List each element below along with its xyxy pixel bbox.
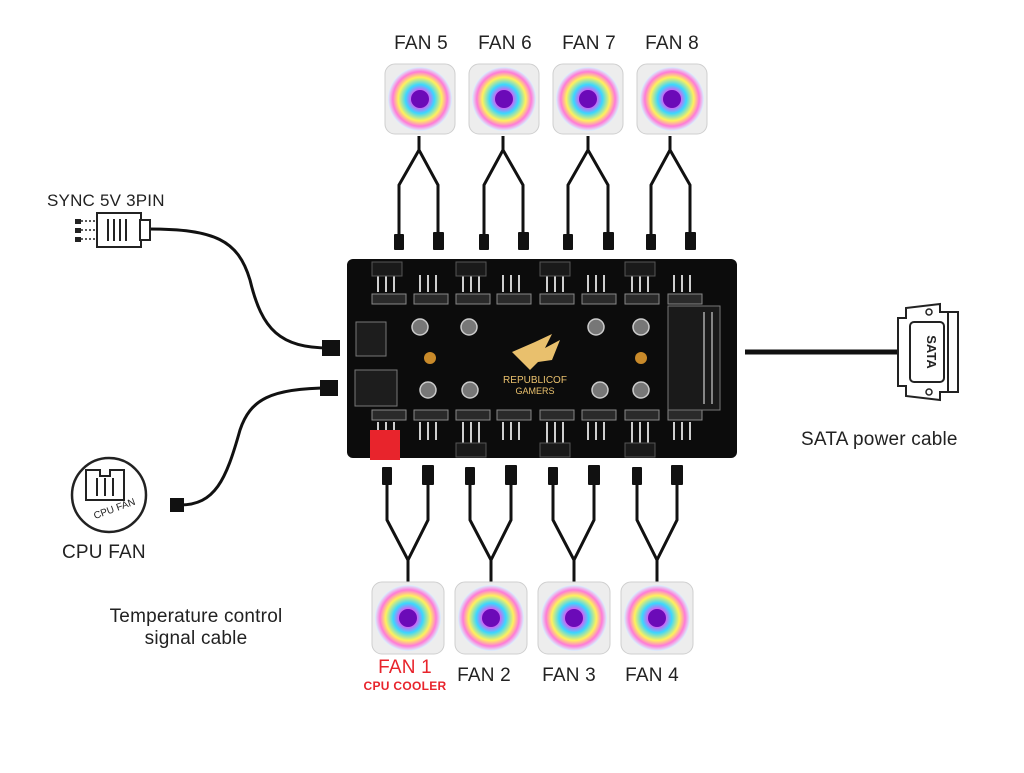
fan-4-icon: [620, 581, 694, 655]
bottom-fan-cables: [385, 483, 679, 582]
cpu-cooler-header: [370, 430, 400, 460]
fan-3-label: FAN 3: [542, 665, 596, 686]
fan6-cable-left: [482, 136, 505, 236]
fan3-cable-right: [572, 483, 596, 582]
sata-plug-text: SATA: [924, 335, 939, 369]
fan2-cable-left: [468, 483, 493, 582]
fan-hub-board: REPUBLICOF GAMERS: [347, 259, 737, 460]
fan8-cable-left: [649, 136, 672, 236]
sata-cable: SATA: [745, 302, 959, 402]
fan2-cable-right: [489, 483, 513, 582]
fan-8-icon: [636, 63, 708, 135]
fan5-cable-right: [417, 136, 440, 236]
fan-1-icon: [371, 581, 445, 655]
fan5-cable-left: [397, 136, 421, 236]
sync-label: SYNC 5V 3PIN: [47, 191, 165, 210]
fan-4-label: FAN 4: [625, 665, 679, 686]
cpu-fan-connector-icon: CPU FAN: [70, 456, 148, 534]
rog-logo-icon: [512, 334, 560, 370]
fan8-cable-right: [668, 136, 692, 236]
cpu-fan-cable: CPU FAN: [70, 380, 338, 534]
fan-1-sublabel: CPU COOLER: [363, 679, 447, 693]
fan7-cable-right: [586, 136, 610, 236]
fan3-cable-left: [551, 483, 576, 582]
fan-7-icon: [552, 63, 624, 135]
fan-5-icon: [384, 63, 456, 135]
fan-1-label: FAN 1: [378, 657, 432, 678]
fan-6-icon: [468, 63, 540, 135]
fan-8-label: FAN 8: [645, 33, 699, 54]
fan4-cable-left: [635, 483, 659, 582]
temp-signal-label-line1: Temperature control: [109, 606, 283, 627]
top-fan-cables: [397, 136, 692, 236]
fan1-cable-left: [385, 483, 410, 582]
fan-2-label: FAN 2: [457, 665, 511, 686]
bottom-plugs: [382, 465, 683, 485]
fan-2-icon: [454, 581, 528, 655]
fan-3-icon: [537, 581, 611, 655]
sync-cable: [75, 212, 340, 356]
fan-5-label: FAN 5: [394, 33, 448, 54]
cpu-fan-label: CPU FAN: [62, 542, 146, 563]
fan-6-label: FAN 6: [478, 33, 532, 54]
sync-3pin-connector: [75, 212, 151, 248]
sata-connector-icon: SATA: [897, 302, 959, 402]
fan1-cable-right: [406, 483, 430, 582]
fan4-cable-right: [655, 483, 679, 582]
sata-label: SATA power cable: [801, 429, 958, 450]
fan6-cable-right: [501, 136, 525, 236]
temp-signal-label-line2: signal cable: [144, 628, 248, 649]
fan-7-label: FAN 7: [562, 33, 616, 54]
hub-logo-line1: REPUBLICOF: [503, 375, 567, 386]
fan7-cable-left: [566, 136, 590, 236]
top-plugs: [394, 232, 696, 250]
hub-logo-line2: GAMERS: [515, 386, 554, 396]
